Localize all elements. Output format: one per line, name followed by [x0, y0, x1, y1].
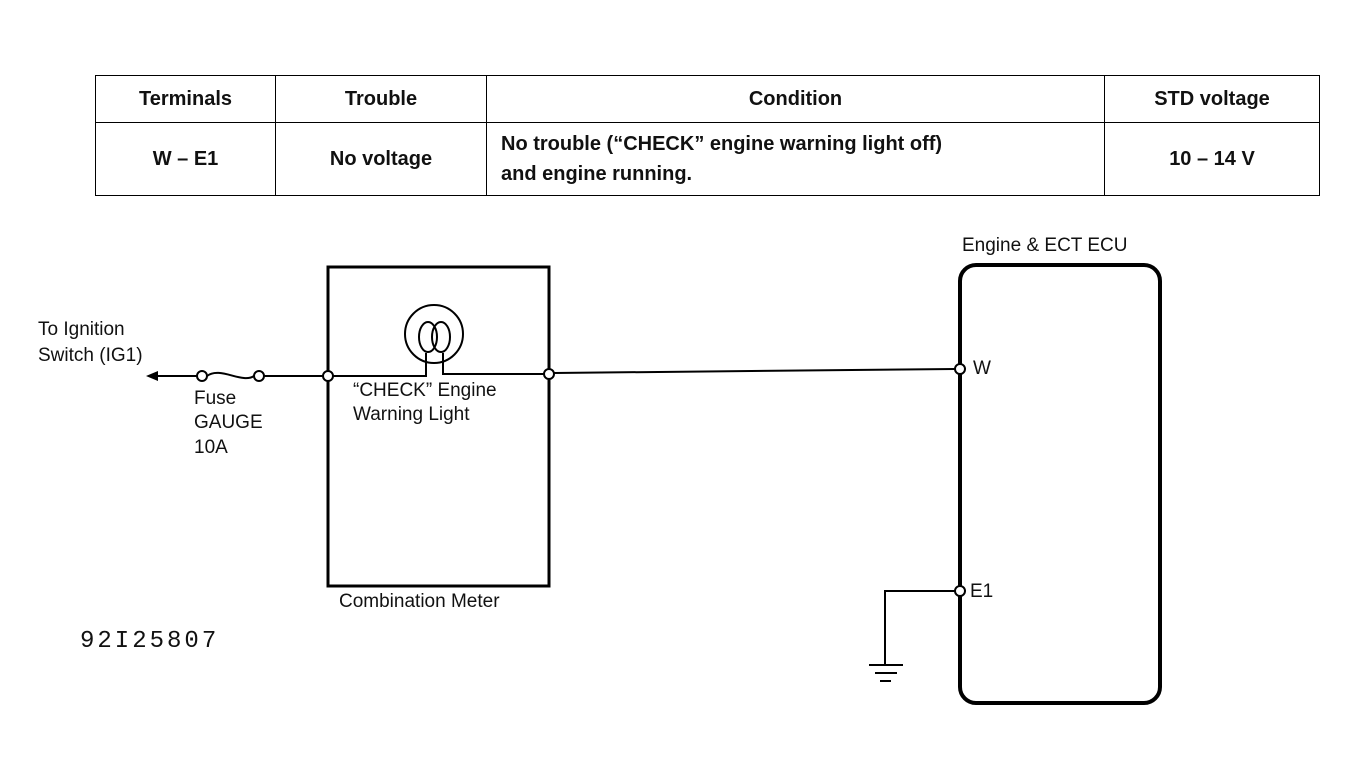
ecu-terminal-w — [954, 363, 966, 375]
condition-line-2: and engine running. — [501, 163, 693, 185]
wire-internal-right — [442, 353, 544, 375]
terminal-w-label: W — [973, 358, 991, 379]
fuse-terminal-left — [196, 370, 208, 382]
lamp-filament-right — [431, 321, 451, 353]
fuse-label-1: Fuse — [194, 388, 237, 409]
lamp-icon — [404, 304, 464, 364]
figure-code: 92I25807 — [80, 628, 220, 655]
terminal-e1-label: E1 — [970, 581, 994, 602]
header-terminals: Terminals — [95, 75, 276, 123]
meter-terminal-out — [543, 368, 555, 380]
meter-label: Combination Meter — [339, 591, 500, 612]
cell-condition: No trouble (“CHECK” engine warning light… — [486, 122, 1105, 196]
ignition-arrow-icon — [146, 371, 158, 381]
fuse-label-2: GAUGE — [194, 412, 263, 433]
light-label-1: “CHECK” Engine — [353, 380, 497, 401]
table-row: W – E1 No voltage No trouble (“CHECK” en… — [95, 122, 1320, 196]
condition-line-1: No trouble (“CHECK” engine warning light… — [501, 133, 943, 155]
header-trouble: Trouble — [275, 75, 487, 123]
table-header-row: Terminals Trouble Condition STD voltage — [95, 75, 1320, 123]
ecu-label: Engine & ECT ECU — [962, 235, 1128, 256]
fuse-icon — [206, 371, 255, 379]
ecu-box — [958, 263, 1162, 705]
wire-e1-to-ground — [884, 590, 955, 664]
fuse-terminal-right — [253, 370, 265, 382]
ignition-label-2: Switch (IG1) — [38, 345, 143, 366]
ecu-terminal-e1 — [954, 585, 966, 597]
wire-internal-left — [333, 353, 427, 377]
meter-terminal-in — [322, 370, 334, 382]
header-std-voltage: STD voltage — [1104, 75, 1320, 123]
spec-table: Terminals Trouble Condition STD voltage … — [95, 75, 1320, 196]
lamp-filament-left — [418, 321, 438, 353]
light-label-2: Warning Light — [353, 404, 470, 425]
ignition-label-1: To Ignition — [38, 319, 125, 340]
fuse-label-3: 10A — [194, 437, 228, 458]
combination-meter-box — [326, 265, 551, 588]
cell-std-voltage: 10 – 14 V — [1104, 122, 1320, 196]
wire-meter-to-ecu — [553, 368, 956, 374]
